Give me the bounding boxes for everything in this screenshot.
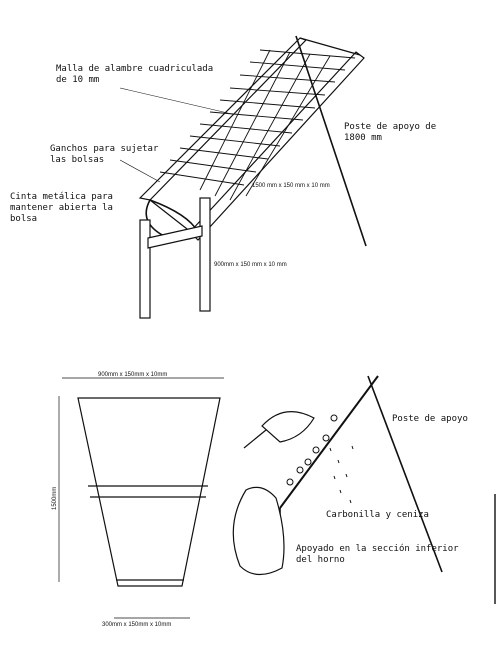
- cross-brace: [147, 225, 203, 249]
- leg-board-right: [199, 197, 211, 312]
- wire-mesh: [159, 49, 356, 201]
- collection-bag: [232, 486, 285, 576]
- label-wire-mesh: Malla de alambre cuadriculada de 10 mm: [56, 64, 214, 85]
- leader-mesh: [119, 87, 233, 115]
- leader-hooks: [119, 159, 161, 183]
- dim-plan-top: 900mm x 150mm x 10mm: [98, 372, 168, 378]
- sieve-trapezoid: [77, 397, 221, 587]
- side-view-drawing: [232, 375, 496, 604]
- top-perspective-drawing: [119, 35, 367, 319]
- side-sieve-frame: [279, 375, 379, 509]
- plan-view-drawing: [58, 377, 224, 619]
- falling-ash-dots: [329, 445, 354, 504]
- label-bag-hooks: Ganchos para sujetar las bolsas: [50, 144, 159, 165]
- dim-frame: 1500 mm x 150 mm x 10 mm: [252, 183, 330, 189]
- dim-plan-height: 1500mm: [52, 486, 58, 510]
- shovel: [243, 411, 315, 449]
- dim-plan-bottom: 300mm x 150mm x 10mm: [102, 622, 172, 628]
- label-support-post-1800: Poste de apoyo de 1800 mm: [344, 122, 437, 143]
- coal-lumps: [286, 414, 338, 486]
- side-support-post: [367, 375, 443, 573]
- sieve-frame-top-edge: [299, 37, 361, 56]
- support-post: [295, 35, 367, 247]
- label-oven-support: Apoyado en la sección inferior del horno: [296, 544, 459, 565]
- leg-board-left: [139, 219, 151, 319]
- label-side-support-post: Poste de apoyo: [392, 414, 468, 424]
- label-coal-and-ash: Carbonilla y ceniza: [326, 510, 429, 520]
- sieve-frame-left-rail: [138, 37, 308, 201]
- dim-leg: 900mm x 150 mm x 10 mm: [214, 262, 287, 268]
- label-metal-band: Cinta metálica para mantener abierta la …: [10, 192, 113, 224]
